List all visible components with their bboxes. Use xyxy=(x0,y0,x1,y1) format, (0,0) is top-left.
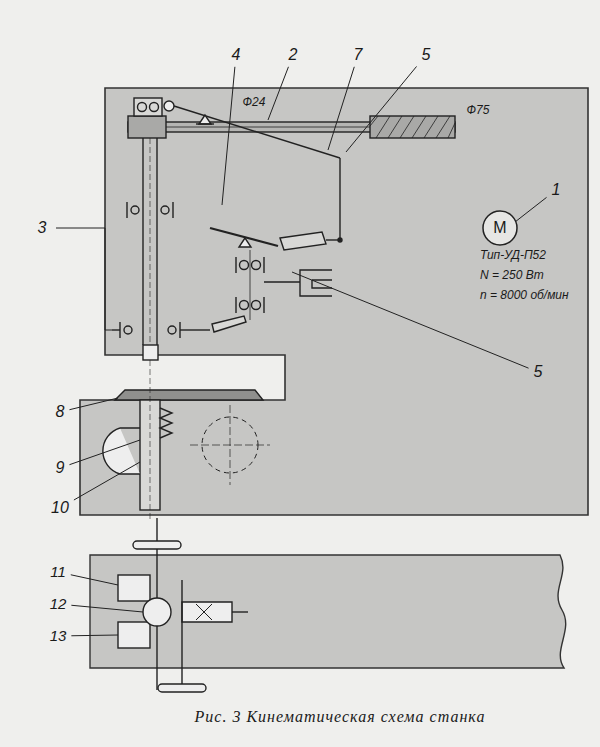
screw-thread xyxy=(160,408,172,438)
table xyxy=(115,390,263,400)
callout-number: 1 xyxy=(550,181,563,199)
leader-line xyxy=(515,197,547,222)
joint xyxy=(164,101,174,111)
leader-line xyxy=(346,66,417,152)
dimension-note: Тип-УД-П52 xyxy=(478,249,548,262)
leader-line xyxy=(328,67,354,150)
leader-line xyxy=(69,440,140,465)
pivot-base xyxy=(196,123,214,124)
motor-letter: М xyxy=(493,219,506,237)
callout-number: 10 xyxy=(49,499,71,517)
rod xyxy=(339,158,340,240)
leader-line xyxy=(71,575,118,585)
figure-caption: Рис. 3 Кинематическая схема станка xyxy=(195,708,486,726)
lever xyxy=(174,106,340,158)
leader-line xyxy=(222,67,235,205)
callout-number: 12 xyxy=(48,596,69,613)
cam-block xyxy=(280,232,326,250)
bearing-block xyxy=(134,98,162,116)
leader-line xyxy=(292,272,529,368)
bearing xyxy=(150,103,159,112)
handwheel xyxy=(158,684,206,692)
dimension-note: Ф75 xyxy=(465,104,492,117)
hatching xyxy=(370,116,455,138)
callout-number: 9 xyxy=(54,459,67,477)
dimension-note: Ф24 xyxy=(241,96,268,109)
leader-line xyxy=(268,67,288,120)
large-pulley xyxy=(370,116,455,138)
leader-line xyxy=(69,398,118,410)
callout-number: 3 xyxy=(36,219,49,237)
leader-line xyxy=(71,635,118,637)
pivot xyxy=(239,238,251,247)
bearing xyxy=(138,103,147,112)
callout-number: 11 xyxy=(48,564,68,581)
dimension-note: n = 8000 об/мин xyxy=(478,289,571,302)
gear xyxy=(143,598,171,626)
callout-number: 8 xyxy=(54,403,67,421)
callout-number: 7 xyxy=(352,46,365,64)
handle xyxy=(212,316,246,332)
lever xyxy=(210,228,278,246)
dimension-note: N = 250 Вт xyxy=(478,269,546,282)
small-pulley xyxy=(128,116,166,138)
leader-line xyxy=(56,228,112,330)
frame-plate xyxy=(80,88,588,515)
callout-number: 4 xyxy=(230,46,243,64)
chuck xyxy=(143,345,158,360)
rod xyxy=(326,239,340,240)
pivot xyxy=(199,115,211,124)
callout-number: 13 xyxy=(48,628,69,645)
callout-number: 5 xyxy=(532,363,545,381)
callout-number: 5 xyxy=(420,46,433,64)
callout-number: 2 xyxy=(287,46,300,64)
handwheel xyxy=(133,541,181,549)
housing-section xyxy=(90,555,566,668)
leader-line xyxy=(71,605,143,612)
leader-line xyxy=(74,462,140,500)
motor-symbol: М xyxy=(482,210,518,246)
